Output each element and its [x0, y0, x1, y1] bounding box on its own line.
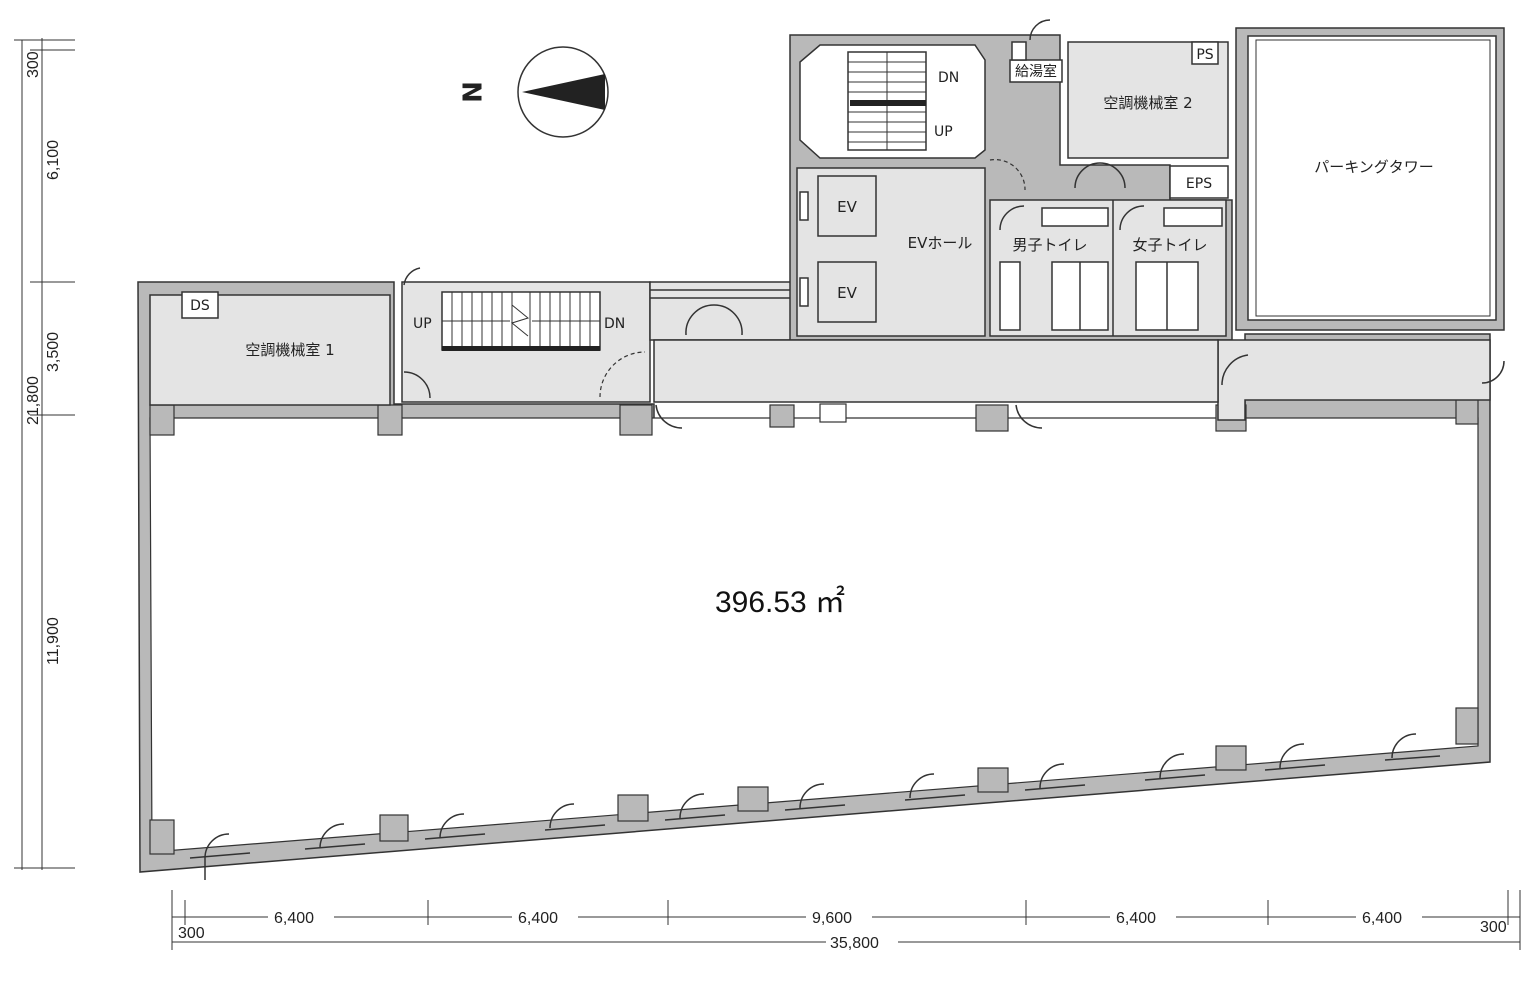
parking-tower-label: パーキングタワー	[1314, 158, 1434, 176]
horizontal-dimensions: 300 6,400 6,400 9,600 6,400 6,400 300 35…	[171, 890, 1521, 952]
ev-1	[817, 175, 877, 237]
compass-label: N	[459, 81, 489, 103]
connector	[649, 281, 793, 341]
womens-toilet-label: 女子トイレ	[1132, 236, 1207, 254]
west-stair: UP DN	[401, 267, 651, 403]
office-interior	[149, 417, 1479, 853]
ps-label: PS	[1196, 47, 1213, 63]
dim-v-segment-1: 6,100	[45, 140, 62, 180]
compass: N	[459, 46, 609, 138]
dim-v-segment-3: 11,900	[45, 617, 62, 665]
ac-room-1-label: 空調機械室 1	[245, 341, 334, 359]
vertical-dimensions: 300 6,100 3,500 11,900 21,800	[14, 38, 75, 870]
dim-v-top-margin: 300	[25, 51, 42, 78]
ac-room-2-label: 空調機械室 2	[1103, 94, 1192, 112]
office-floor: 396.53 ㎡	[137, 281, 1491, 873]
dim-h-left-margin: 300	[178, 925, 205, 942]
kitchenette-box	[1009, 59, 1063, 83]
ps-box	[1191, 41, 1219, 65]
dim-h-segment-1: 6,400	[274, 910, 314, 927]
core: DN UP EV EV EVホール 給湯室 空調機械室 2 PS EPS 男子ト…	[653, 19, 1505, 429]
dim-v-total: 21,800	[25, 376, 42, 425]
north-stair-up: UP	[934, 124, 953, 140]
dim-h-segment-5: 6,400	[1362, 910, 1402, 927]
ev-hall-label: EVホール	[908, 234, 973, 252]
dim-h-segment-3: 9,600	[812, 910, 852, 927]
kitchenette-label: 給湯室	[1015, 63, 1057, 80]
dim-h-segment-4: 6,400	[1116, 910, 1156, 927]
eps-box	[1169, 165, 1229, 199]
ev-1-label: EV	[837, 198, 857, 216]
mens-toilet-label: 男子トイレ	[1012, 236, 1087, 254]
south-windows	[189, 733, 1441, 880]
dim-v-segment-2: 3,500	[45, 332, 62, 372]
ds-label: DS	[190, 298, 210, 314]
floor-area: 396.53 ㎡	[715, 586, 845, 619]
columns	[149, 389, 1479, 855]
dim-h-total: 35,800	[830, 935, 879, 952]
dim-h-right-margin: 300	[1480, 919, 1507, 936]
ev-2-label: EV	[837, 284, 857, 302]
parking-tower: パーキングタワー	[1235, 27, 1505, 331]
ac-room-1: DS 空調機械室 1	[149, 291, 391, 406]
compass-arrow-icon	[522, 74, 605, 110]
dim-h-segment-2: 6,400	[518, 910, 558, 927]
eps-label: EPS	[1186, 176, 1212, 192]
west-stair-up: UP	[413, 316, 432, 332]
ev-2	[817, 261, 877, 323]
west-stair-dn: DN	[604, 316, 625, 332]
ds-box	[181, 291, 219, 319]
north-stair-dn: DN	[938, 70, 959, 86]
